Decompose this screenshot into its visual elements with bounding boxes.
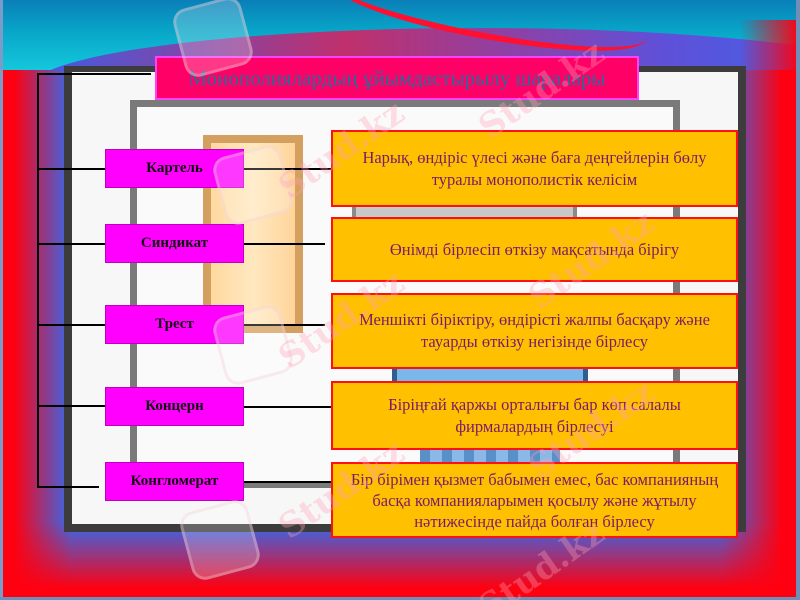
wave-swoosh-right bbox=[740, 20, 800, 70]
term-label: Концерн bbox=[145, 398, 204, 414]
bracket-branch-line bbox=[37, 486, 99, 488]
connector-line bbox=[244, 481, 331, 483]
term-label: Трест bbox=[155, 316, 194, 332]
term-box-conglomerate: Конгломерат bbox=[105, 462, 244, 501]
bracket-branch-line bbox=[37, 324, 105, 326]
bracket-top-line bbox=[37, 73, 151, 75]
term-box-trust: Трест bbox=[105, 305, 244, 344]
definition-box-cartel: Нарық, өндіріс үлесі және баға деңгейлер… bbox=[331, 130, 738, 207]
bracket-branch-line bbox=[37, 168, 105, 170]
connector-line bbox=[244, 243, 325, 245]
bracket-branch-line bbox=[37, 243, 105, 245]
term-label: Картель bbox=[146, 160, 203, 176]
definition-text: Өнімді бірлесіп өткізу мақсатында бірігу bbox=[389, 239, 680, 259]
term-box-syndicate: Синдикат bbox=[105, 224, 244, 263]
definition-text: Меншікті біріктіру, өндірісті жалпы басқ… bbox=[359, 310, 710, 351]
bracket-vertical-line bbox=[37, 74, 39, 487]
definition-text: Біріңғай қаржы орталығы бар көп салалы ф… bbox=[388, 394, 681, 436]
definition-box-conglomerate: Бір бірімен қызмет бабымен емес, бас ком… bbox=[331, 462, 738, 538]
slide-title: Монополиялардың ұйымдастырылу шаралары bbox=[155, 56, 639, 100]
definition-box-syndicate: Өнімді бірлесіп өткізу мақсатында бірігу bbox=[331, 217, 738, 282]
edge-line-bottom bbox=[0, 597, 800, 600]
decorative-blue-bar bbox=[392, 368, 588, 382]
term-label: Конгломерат bbox=[130, 473, 219, 489]
decorative-grey-bar bbox=[352, 207, 577, 218]
definition-text: Нарық, өндіріс үлесі және баға деңгейлер… bbox=[362, 147, 707, 189]
edge-line-left bbox=[0, 0, 3, 600]
definition-text: Бір бірімен қызмет бабымен емес, бас ком… bbox=[350, 469, 719, 531]
term-box-cartel: Картель bbox=[105, 149, 244, 188]
connector-line bbox=[244, 324, 325, 326]
decorative-blue-strip bbox=[420, 450, 560, 462]
term-box-concern: Концерн bbox=[105, 387, 244, 426]
slide-title-text: Монополиялардың ұйымдастырылу шаралары bbox=[188, 65, 606, 90]
term-label: Синдикат bbox=[140, 235, 209, 251]
definition-box-trust: Меншікті біріктіру, өндірісті жалпы басқ… bbox=[331, 293, 738, 369]
definition-box-concern: Біріңғай қаржы орталығы бар көп салалы ф… bbox=[331, 381, 738, 450]
connector-line bbox=[244, 406, 331, 408]
edge-line-right bbox=[796, 0, 800, 600]
bracket-branch-line bbox=[37, 405, 105, 407]
connector-line bbox=[244, 168, 331, 170]
